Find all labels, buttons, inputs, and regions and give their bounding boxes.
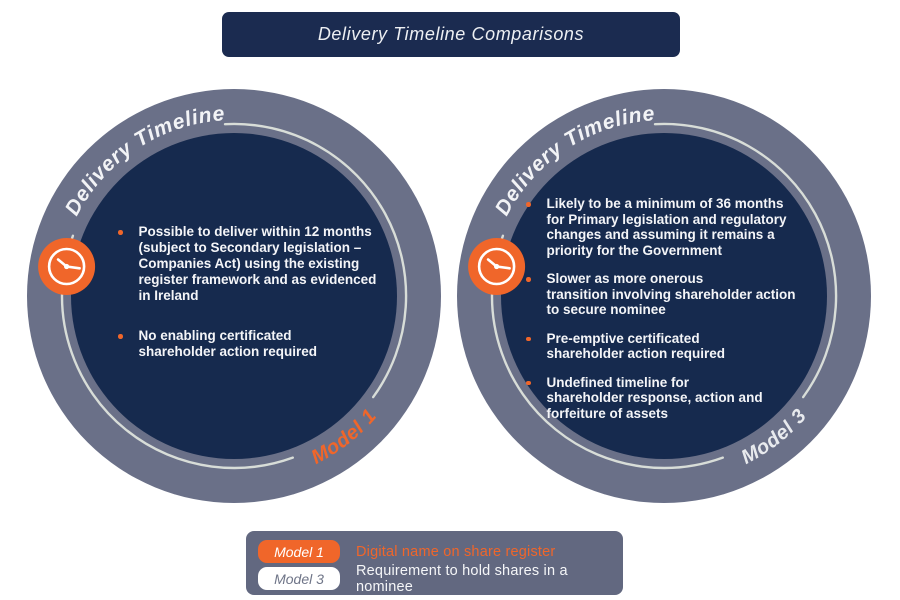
bullet-dot [526,277,531,282]
bullet-text: Slower as more onerous transition involv… [546,271,796,317]
ring-arc-line [60,270,294,470]
bullet-text: Possible to deliver within 12 months (su… [138,224,377,303]
ring-arc-line [223,122,408,399]
model1-circle: Delivery Timeline Model 1 Possible to de… [24,86,444,506]
legend-item-model1: Model 1 Digital name on share register [258,540,611,563]
model1-bullet-list: Possible to deliver within 12 months (su… [118,224,376,360]
bullet-item: Slower as more onerous transition involv… [526,271,796,318]
clock-icon [38,238,96,295]
model3-legend-label: Requirement to hold shares in a nominee [356,562,568,595]
clock-icon [468,238,526,295]
bullet-text: Pre-emptive certificated shareholder act… [546,330,726,362]
bullet-dot [118,334,123,339]
legend-item-model3: Model 3 Requirement to hold shares in a … [258,563,611,595]
model3-circle: Delivery Timeline Model 3 Likely to be a… [454,86,874,506]
bullet-dot [118,230,123,235]
page-title: Delivery Timeline Comparisons [317,24,585,44]
inner-disc [71,133,397,459]
bullet-text: Likely to be a minimum of 36 months for … [546,196,787,258]
bullet-dot [526,336,531,341]
bullet-dot [526,202,531,207]
bullet-text: No enabling certificated shareholder act… [138,328,318,359]
model3-bullet-list: Likely to be a minimum of 36 months for … [526,196,796,421]
inner-disc [501,133,827,459]
bullet-item: No enabling certificated shareholder act… [118,328,376,360]
model1-badge: Model 1 [258,540,340,563]
model3-badge: Model 3 [258,567,340,590]
bullet-item: Pre-emptive certificated shareholder act… [526,331,796,362]
bullet-dot [526,380,531,385]
bullet-item: Possible to deliver within 12 months (su… [118,224,376,304]
ring-arc-line [653,122,838,399]
title-bar: Delivery Timeline Comparisons [222,12,680,57]
bullet-text: Undefined timeline for shareholder respo… [546,374,763,421]
model3-ring-graphic: Delivery Timeline Model 3 [457,89,871,503]
bullet-item: Undefined timeline for shareholder respo… [526,375,796,422]
bullet-item: Likely to be a minimum of 36 months for … [526,196,796,258]
model1-legend-label: Digital name on share register [356,543,556,560]
legend: Model 1 Digital name on share register M… [246,531,623,595]
ring-arc-line [490,270,724,470]
model1-ring-graphic: Delivery Timeline Model 1 [27,89,441,503]
